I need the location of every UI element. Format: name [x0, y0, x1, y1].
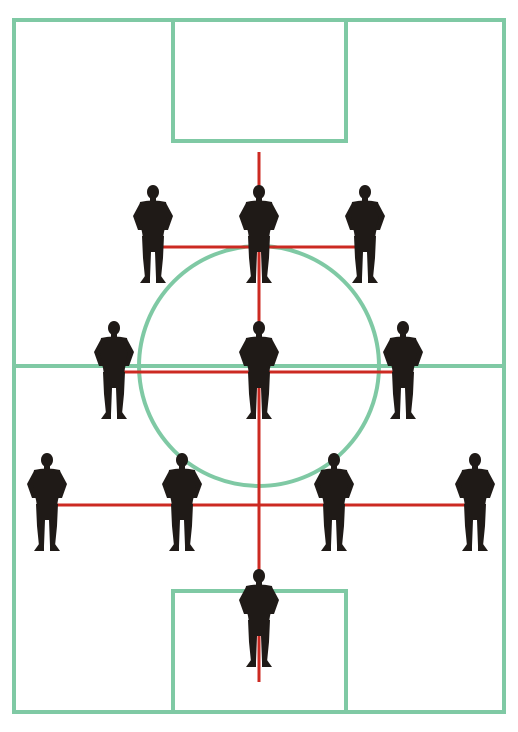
left-forward-icon — [133, 185, 173, 283]
right-midfielder-icon — [383, 321, 423, 419]
left-back-icon — [27, 453, 67, 551]
right-forward-icon — [345, 185, 385, 283]
players — [27, 185, 495, 667]
left-midfielder-icon — [94, 321, 134, 419]
top-penalty-box — [171, 18, 348, 143]
right-back-icon — [455, 453, 495, 551]
